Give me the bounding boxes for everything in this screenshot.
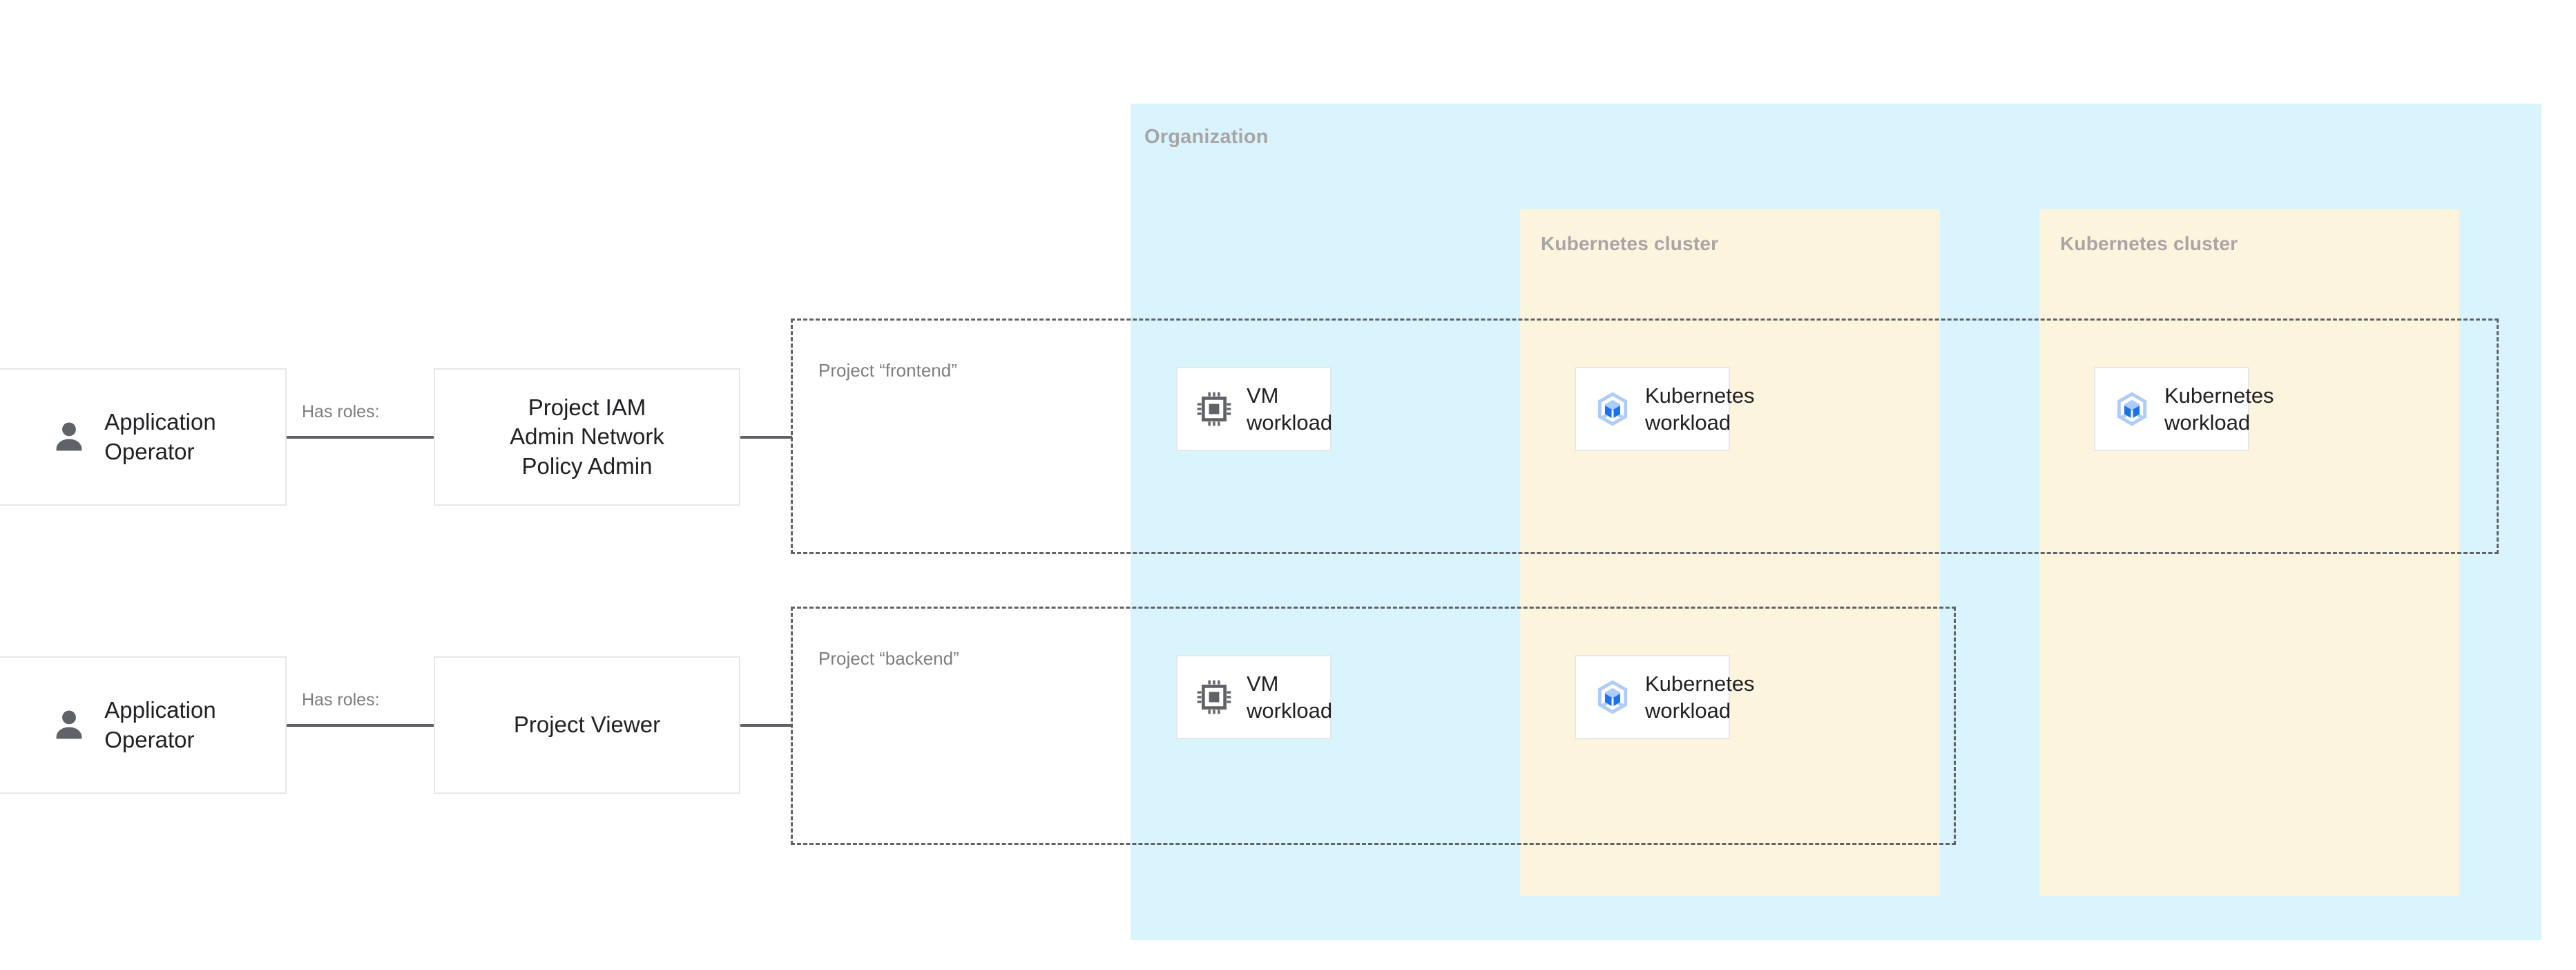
workload-card-vm-frontend[interactable]: VM workload xyxy=(1176,367,1332,451)
kubernetes-icon xyxy=(2113,390,2151,428)
person-icon xyxy=(49,417,89,457)
actor-card-application-operator-1[interactable]: Application Operator xyxy=(0,368,287,506)
role-card-project-iam-admin[interactable]: Project IAM Admin Network Policy Admin xyxy=(434,368,740,506)
workload-label-kubernetes-backend: Kubernetes workload xyxy=(1645,671,1755,723)
organization-label: Organization xyxy=(1144,126,1269,148)
actor-card-application-operator-2[interactable]: Application Operator xyxy=(0,656,287,794)
kubernetes-icon xyxy=(1594,390,1631,428)
person-icon xyxy=(49,705,89,745)
connector-role-to-project-2 xyxy=(739,724,792,727)
workload-label-vm-frontend: VM workload xyxy=(1247,383,1333,435)
project-boundary-backend xyxy=(791,607,1956,845)
workload-card-vm-backend[interactable]: VM workload xyxy=(1176,655,1332,739)
project-label-backend: Project “backend” xyxy=(818,648,959,669)
connector-actor-to-role-1 xyxy=(287,436,435,439)
role-card-project-viewer[interactable]: Project Viewer xyxy=(434,656,740,794)
workload-card-kubernetes-frontend-2[interactable]: Kubernetes workload xyxy=(2094,367,2274,451)
kubernetes-cluster-label-1: Kubernetes cluster xyxy=(1541,233,1719,254)
workload-card-kubernetes-frontend-1[interactable]: Kubernetes workload xyxy=(1575,367,1755,451)
connector-actor-to-role-2 xyxy=(287,724,435,727)
connector-role-to-project-1 xyxy=(739,436,792,439)
actor-label-2: Application Operator xyxy=(104,697,216,752)
workload-label-kubernetes-frontend-1: Kubernetes workload xyxy=(1645,383,1755,435)
kubernetes-cluster-label-2: Kubernetes cluster xyxy=(2060,233,2238,254)
connector-caption-2: Has roles: xyxy=(302,690,380,710)
kubernetes-icon xyxy=(1594,678,1631,716)
cpu-chip-icon xyxy=(1195,390,1233,428)
workload-card-kubernetes-backend[interactable]: Kubernetes workload xyxy=(1575,655,1755,739)
project-label-frontend: Project “frontend” xyxy=(818,360,957,381)
actor-label-1: Application Operator xyxy=(104,409,216,464)
workload-label-vm-backend: VM workload xyxy=(1247,671,1333,723)
workload-label-kubernetes-frontend-2: Kubernetes workload xyxy=(2164,383,2274,435)
connector-caption-1: Has roles: xyxy=(302,402,380,421)
role-label-1: Project IAM Admin Network Policy Admin xyxy=(510,394,664,479)
cpu-chip-icon xyxy=(1195,678,1233,716)
role-label-2: Project Viewer xyxy=(513,712,661,738)
